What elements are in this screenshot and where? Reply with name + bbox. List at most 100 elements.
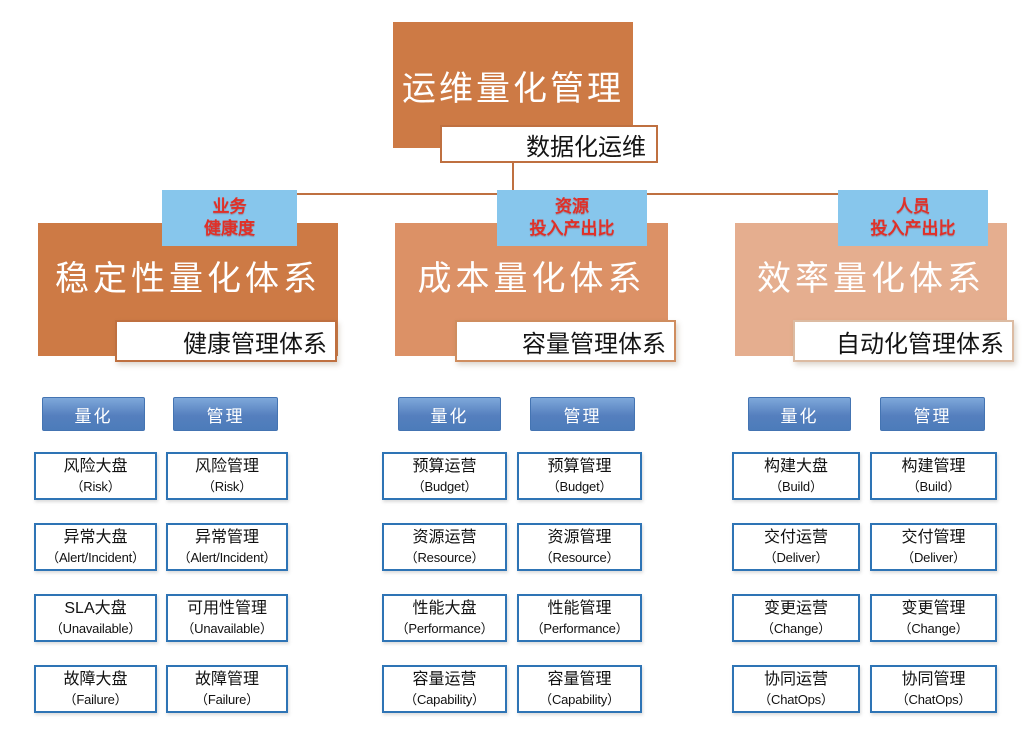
branch-label-line2: 投入产出比 xyxy=(870,219,956,238)
item-name: 交付运营 xyxy=(763,529,828,547)
item-box-change-management: 变更管理 （Change） xyxy=(870,594,997,642)
item-name: 协同管理 xyxy=(901,671,966,689)
main-title: 稳定性量化体系 xyxy=(55,260,321,298)
pill-quantify-col1: 量化 xyxy=(42,397,145,431)
sub-title: 容量管理体系 xyxy=(522,330,666,358)
item-code: （Deliver） xyxy=(763,550,829,566)
item-code: （Build） xyxy=(906,479,961,495)
sub-title: 自动化管理体系 xyxy=(836,330,1004,358)
item-name: 资源管理 xyxy=(547,529,612,547)
item-code: （ChatOps） xyxy=(895,692,972,708)
pill-manage-col3: 管理 xyxy=(880,397,985,431)
item-name: 性能大盘 xyxy=(412,600,477,618)
branch-label-business-health: 业务 健康度 xyxy=(162,190,297,246)
item-code: （Deliver） xyxy=(901,550,966,566)
branch-label-line2: 投入产出比 xyxy=(529,219,615,238)
item-code: （Build） xyxy=(769,479,823,495)
item-code: （Risk） xyxy=(201,479,253,495)
item-name: SLA大盘 xyxy=(64,600,127,618)
sub-title: 健康管理体系 xyxy=(183,330,327,358)
item-name: 故障管理 xyxy=(194,671,259,689)
item-name: 容量运营 xyxy=(412,671,477,689)
item-name: 构建管理 xyxy=(901,458,966,476)
item-name: 预算管理 xyxy=(547,458,612,476)
main-title: 成本量化体系 xyxy=(417,260,646,298)
item-name: 性能管理 xyxy=(547,600,612,618)
item-box-budget-operations: 预算运营 （Budget） xyxy=(382,452,507,500)
item-code: （Risk） xyxy=(70,479,121,495)
item-box-sla-dashboard: SLA大盘 （Unavailable） xyxy=(34,594,157,642)
sub-box-capacity-management: 容量管理体系 xyxy=(455,320,676,362)
item-box-alert-dashboard: 异常大盘 （Alert/Incident） xyxy=(34,523,157,571)
branch-label-line2: 健康度 xyxy=(204,219,255,238)
item-name: 可用性管理 xyxy=(186,600,267,618)
item-name: 交付管理 xyxy=(901,529,966,547)
branch-label-line1: 资源 xyxy=(555,196,589,216)
item-code: （Failure） xyxy=(63,692,128,708)
item-box-capacity-operations: 容量运营 （Capability） xyxy=(382,665,507,713)
pill-label: 量化 xyxy=(780,406,819,426)
pill-manage-col1: 管理 xyxy=(173,397,278,431)
item-box-performance-dashboard: 性能大盘 （Performance） xyxy=(382,594,507,642)
pill-manage-col2: 管理 xyxy=(530,397,635,431)
pill-label: 量化 xyxy=(74,406,113,426)
item-box-risk-dashboard: 风险大盘 （Risk） xyxy=(34,452,157,500)
item-box-failure-dashboard: 故障大盘 （Failure） xyxy=(34,665,157,713)
main-title: 效率量化体系 xyxy=(757,260,985,298)
item-box-budget-management: 预算管理 （Budget） xyxy=(517,452,642,500)
item-code: （Budget） xyxy=(411,479,478,495)
pill-label: 管理 xyxy=(563,406,602,426)
item-box-resource-management: 资源管理 （Resource） xyxy=(517,523,642,571)
item-code: （Alert/Incident） xyxy=(177,550,277,566)
item-box-risk-management: 风险管理 （Risk） xyxy=(166,452,288,500)
item-box-failure-management: 故障管理 （Failure） xyxy=(166,665,288,713)
pill-quantify-col3: 量化 xyxy=(748,397,851,431)
item-name: 风险管理 xyxy=(194,458,259,476)
item-code: （Capability） xyxy=(539,692,620,708)
item-code: （Resource） xyxy=(539,550,620,566)
branch-label-line1: 业务 xyxy=(212,196,247,216)
item-name: 资源运营 xyxy=(412,529,477,547)
item-name: 构建大盘 xyxy=(763,458,828,476)
item-code: （Change） xyxy=(761,621,831,637)
item-box-alert-management: 异常管理 （Alert/Incident） xyxy=(166,523,288,571)
item-box-build-management: 构建管理 （Build） xyxy=(870,452,997,500)
pill-label: 管理 xyxy=(206,406,245,426)
item-box-change-operations: 变更运营 （Change） xyxy=(732,594,860,642)
item-code: （Failure） xyxy=(195,692,259,708)
branch-label-people-roi: 人员 投入产出比 xyxy=(838,190,988,246)
item-code: （ChatOps） xyxy=(758,692,834,708)
item-name: 预算运营 xyxy=(412,458,477,476)
item-code: （Alert/Incident） xyxy=(46,550,145,566)
item-code: （Performance） xyxy=(530,621,629,637)
item-box-build-dashboard: 构建大盘 （Build） xyxy=(732,452,860,500)
item-name: 故障大盘 xyxy=(63,671,128,689)
item-box-deliver-operations: 交付运营 （Deliver） xyxy=(732,523,860,571)
item-box-chatops-operations: 协同运营 （ChatOps） xyxy=(732,665,860,713)
connector-vertical-line xyxy=(512,161,514,194)
item-box-capacity-management: 容量管理 （Capability） xyxy=(517,665,642,713)
root-title: 运维量化管理 xyxy=(402,69,624,108)
item-code: （Unavailable） xyxy=(49,621,142,637)
pill-label: 量化 xyxy=(430,406,469,426)
pill-label: 管理 xyxy=(913,406,952,426)
item-name: 变更管理 xyxy=(901,600,966,618)
item-name: 协同运营 xyxy=(763,671,828,689)
item-box-chatops-management: 协同管理 （ChatOps） xyxy=(870,665,997,713)
item-name: 异常大盘 xyxy=(63,529,128,547)
item-code: （Capability） xyxy=(404,692,485,708)
sub-box-health-management: 健康管理体系 xyxy=(115,320,337,362)
item-code: （Resource） xyxy=(404,550,485,566)
branch-label-line1: 人员 xyxy=(896,196,930,216)
item-box-availability-management: 可用性管理 （Unavailable） xyxy=(166,594,288,642)
item-box-resource-operations: 资源运营 （Resource） xyxy=(382,523,507,571)
sub-box-automation-management: 自动化管理体系 xyxy=(793,320,1014,362)
root-subtitle: 数据化运维 xyxy=(526,133,646,161)
item-name: 变更运营 xyxy=(763,600,828,618)
item-code: （Unavailable） xyxy=(181,621,273,637)
root-subbox-data-driven-ops: 数据化运维 xyxy=(440,125,658,163)
pill-quantify-col2: 量化 xyxy=(398,397,501,431)
branch-label-resource-roi: 资源 投入产出比 xyxy=(497,190,647,246)
item-code: （Change） xyxy=(898,621,969,637)
